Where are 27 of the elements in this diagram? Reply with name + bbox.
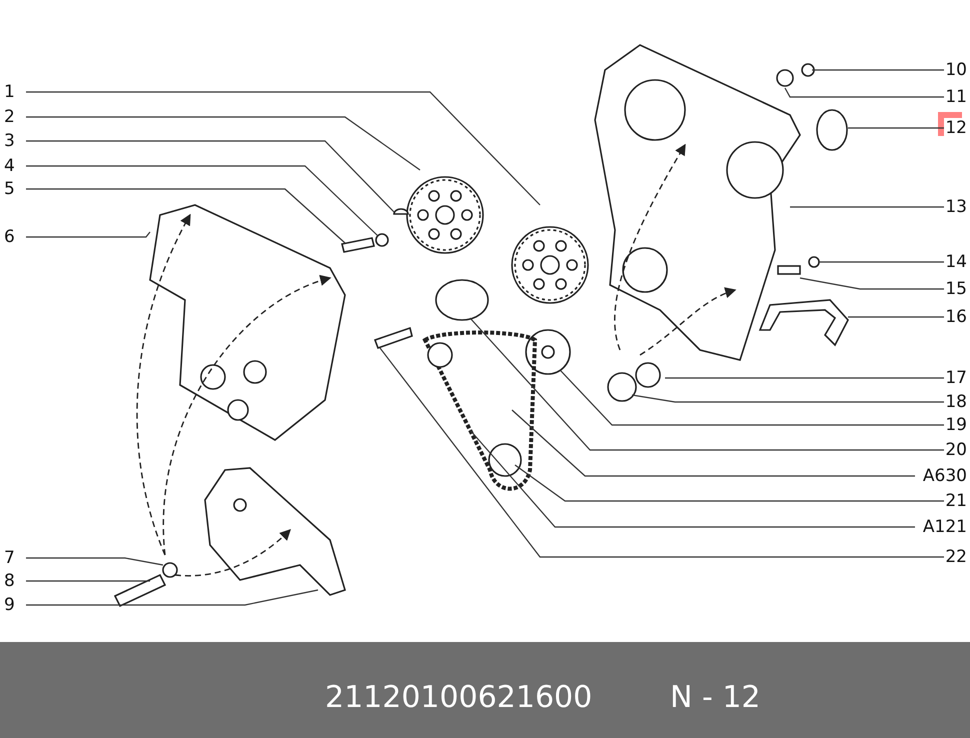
leader-line <box>380 348 945 558</box>
page-number: N - 12 <box>670 680 761 716</box>
leader-line <box>26 232 150 238</box>
leader-line <box>26 557 164 566</box>
leader-line <box>26 165 378 236</box>
leader-line <box>784 88 945 98</box>
leader-line <box>26 589 318 606</box>
leader-line <box>665 377 945 379</box>
leader-line <box>812 69 945 71</box>
callout-number: 12 <box>944 118 968 138</box>
leader-line <box>514 464 945 502</box>
part-number: 21120100621600 <box>325 680 592 716</box>
leader-line <box>26 140 394 212</box>
leader-line <box>470 430 915 528</box>
leader-line <box>26 580 150 582</box>
leader-line <box>26 188 346 244</box>
leader-line <box>470 318 945 451</box>
leader-line <box>818 261 945 263</box>
leader-line <box>560 370 945 426</box>
leader-line <box>848 316 945 318</box>
leader-line <box>800 277 945 290</box>
leader-line <box>790 206 945 208</box>
leader-line <box>26 116 420 170</box>
leader-line <box>26 91 540 206</box>
leader-line <box>848 127 945 129</box>
leader-line <box>512 410 915 477</box>
leader-line <box>632 394 945 403</box>
